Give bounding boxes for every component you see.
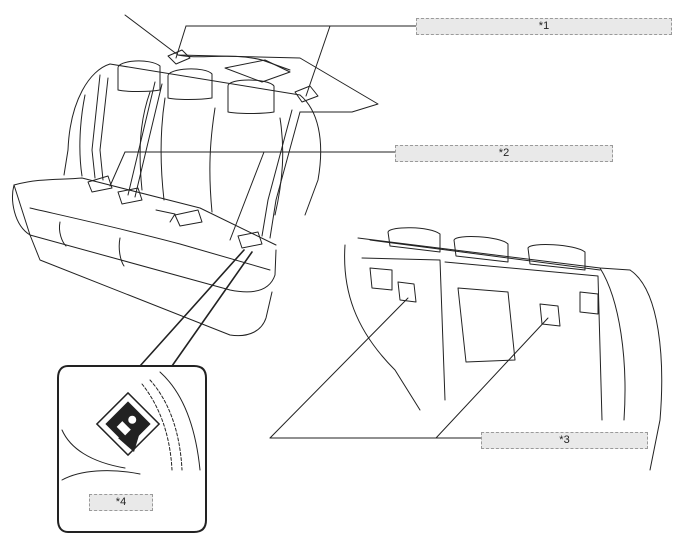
leader-lines [109,25,549,439]
seatback-rear-illustration [344,227,663,471]
callout-1: *1 [416,18,672,35]
callout-3: *3 [481,432,648,449]
rear-seat-illustration [12,14,379,337]
child-restraint-anchor-icon [95,391,161,457]
arrow-icon [118,432,140,452]
callout-2: *2 [395,145,613,162]
callout-4: *4 [89,494,153,511]
detail-inset [57,365,207,533]
